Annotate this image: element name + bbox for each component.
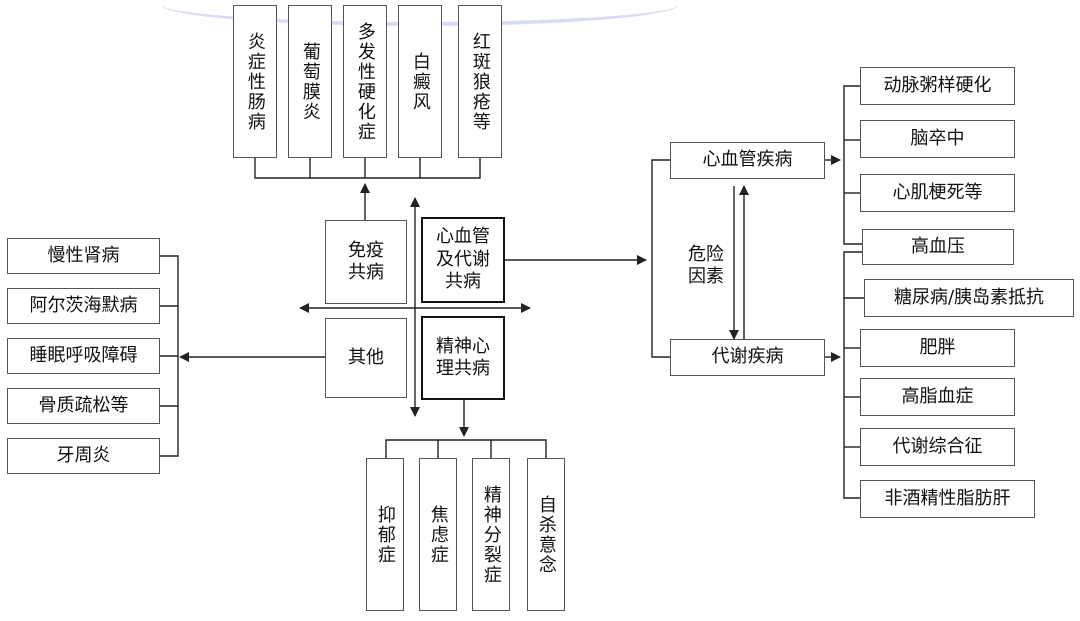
mental-comorbidity-box: 精神心 理共病 [421, 316, 505, 400]
metabolic-item-box: 高脂血症 [860, 378, 1015, 416]
immune-comorbidity-box: 免疫 共病 [325, 220, 407, 304]
mental-disease-box: 精神分裂症 [472, 458, 510, 611]
other-disease-box: 慢性肾病 [7, 238, 160, 274]
mental-disease-box: 自杀意念 [527, 458, 565, 611]
mental-disease-box: 焦虑症 [419, 458, 457, 611]
mental-disease-box: 抑郁症 [366, 458, 404, 611]
risk-factor-label: 危险 因素 [688, 243, 724, 288]
immune-disease-box: 红斑狼疮等 [458, 5, 502, 158]
other-comorbidity-box: 其他 [325, 318, 407, 398]
cardiovascular-item-box: 心肌梗死等 [860, 174, 1015, 212]
metabolic-item-box: 糖尿病/胰岛素抵抗 [864, 279, 1074, 317]
immune-disease-box: 炎症性肠病 [233, 5, 277, 158]
other-disease-box: 牙周炎 [7, 438, 160, 474]
other-disease-box: 睡眠呼吸障碍 [7, 338, 160, 374]
hypertension-box: 高血压 [862, 229, 1014, 265]
cardiovascular-item-box: 动脉粥样硬化 [860, 67, 1015, 105]
metabolic-item-box: 非酒精性脂肪肝 [860, 480, 1035, 518]
immune-disease-box: 白癜风 [398, 5, 442, 158]
metabolic-item-box: 代谢综合征 [860, 428, 1015, 466]
cardiovascular-disease-box: 心血管疾病 [670, 142, 825, 179]
cardio-metabolic-comorbidity-box: 心血管 及代谢 共病 [421, 217, 505, 303]
metabolic-disease-box: 代谢疾病 [670, 339, 825, 376]
immune-disease-box: 葡萄膜炎 [288, 5, 332, 158]
metabolic-item-box: 肥胖 [860, 329, 1015, 367]
other-disease-box: 骨质疏松等 [7, 388, 160, 424]
cardiovascular-item-box: 脑卒中 [860, 120, 1015, 158]
other-disease-box: 阿尔茨海默病 [7, 288, 160, 324]
immune-disease-box: 多发性硬化症 [343, 5, 387, 158]
